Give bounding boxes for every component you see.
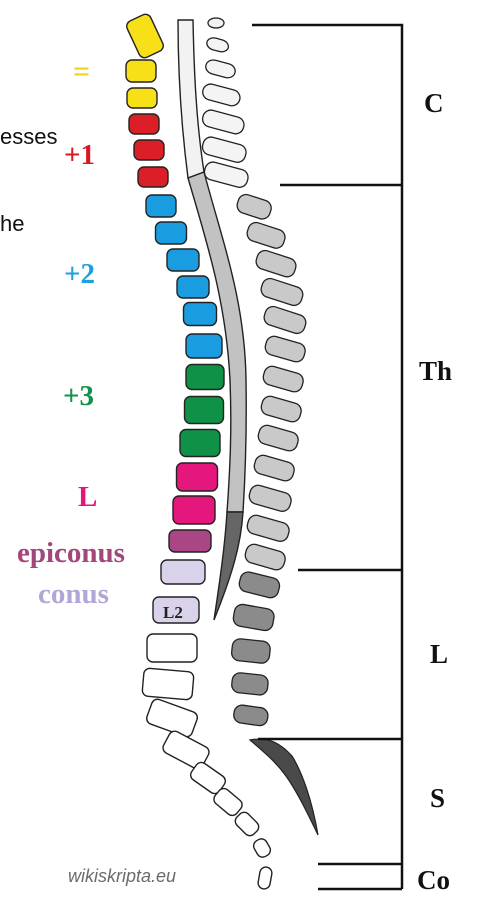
spinous-process-16 — [256, 423, 300, 452]
clipped-text-line-2: he — [0, 211, 24, 237]
region-label-cervical: C — [424, 88, 444, 119]
cord-conus-segment — [214, 512, 243, 620]
vertebral-body-12 — [186, 334, 222, 358]
vertebral-body-3 — [127, 88, 157, 108]
label-epiconus: epiconus — [17, 537, 125, 570]
vertebral-body-22 — [142, 668, 194, 700]
vertebral-body-19 — [161, 560, 205, 584]
cord-cervical-segment — [178, 20, 204, 178]
vertebral-body-27 — [233, 810, 261, 838]
region-label-lumbar: L — [430, 639, 448, 670]
vertebral-body-7 — [146, 195, 176, 217]
spinous-process-23 — [231, 638, 271, 664]
vertebral-body-18 — [169, 530, 211, 552]
vertebral-body-2 — [126, 60, 156, 82]
spinous-process-4 — [201, 82, 242, 107]
vertebral-body-21 — [147, 634, 197, 662]
region-label-sacral: S — [430, 783, 445, 814]
label-plus3: +3 — [63, 380, 94, 413]
vertebral-body-28 — [251, 837, 272, 860]
spinous-process-9 — [245, 220, 287, 250]
vertebral-body-13 — [186, 365, 224, 390]
spinous-process-13 — [263, 334, 307, 363]
vertebral-body-9 — [167, 249, 199, 271]
vertebral-body-8 — [156, 222, 187, 244]
vertebral-body-11 — [184, 303, 217, 326]
clipped-text-line-1: esses — [0, 124, 57, 150]
source-credit: wikiskripta.eu — [68, 866, 176, 887]
vertebral-body-14 — [185, 397, 224, 424]
region-label-coccygeal: Co — [417, 865, 450, 896]
vertebral-body-1 — [125, 12, 165, 59]
spinous-process-11 — [259, 276, 305, 307]
spinous-process-6 — [201, 135, 248, 164]
vertebral-body-6 — [138, 167, 168, 187]
spinous-process-2 — [205, 36, 229, 53]
spinous-process-22 — [232, 603, 275, 632]
vertebral-body-17 — [173, 496, 215, 524]
region-label-thoracic: Th — [419, 356, 452, 387]
spinous-process-17 — [252, 453, 296, 482]
vertebral-body-16 — [177, 463, 218, 491]
spinous-process-3 — [204, 58, 237, 79]
vertebral-body-15 — [180, 430, 220, 457]
label-lumbar-segment: L — [78, 481, 97, 514]
spinous-process-25 — [233, 704, 269, 727]
spinous-process-5 — [201, 108, 246, 135]
sacrum-shape — [250, 739, 318, 835]
vertebral-body-5 — [134, 140, 164, 160]
label-conus: conus — [38, 578, 109, 611]
spinous-process-8 — [235, 192, 273, 221]
vertebra-l2-label: L2 — [163, 603, 183, 623]
vertebral-body-29 — [257, 866, 273, 890]
spinous-process-7 — [203, 160, 250, 189]
spinous-process-1 — [208, 18, 224, 28]
spinous-process-14 — [261, 364, 305, 393]
spinous-process-20 — [243, 542, 287, 571]
spinous-process-12 — [262, 304, 308, 335]
label-plus2: +2 — [64, 258, 95, 291]
spinous-process-24 — [231, 672, 269, 696]
spinous-processes — [201, 18, 318, 835]
spinous-process-15 — [259, 394, 303, 423]
vertebral-body-10 — [177, 276, 209, 298]
spinous-process-18 — [247, 483, 293, 513]
label-plus1: +1 — [64, 139, 95, 172]
spinous-process-10 — [254, 248, 298, 278]
spinous-process-21 — [238, 570, 282, 599]
vertebral-body-4 — [129, 114, 159, 134]
spinous-process-19 — [245, 513, 291, 543]
label-equal: = — [73, 55, 90, 89]
